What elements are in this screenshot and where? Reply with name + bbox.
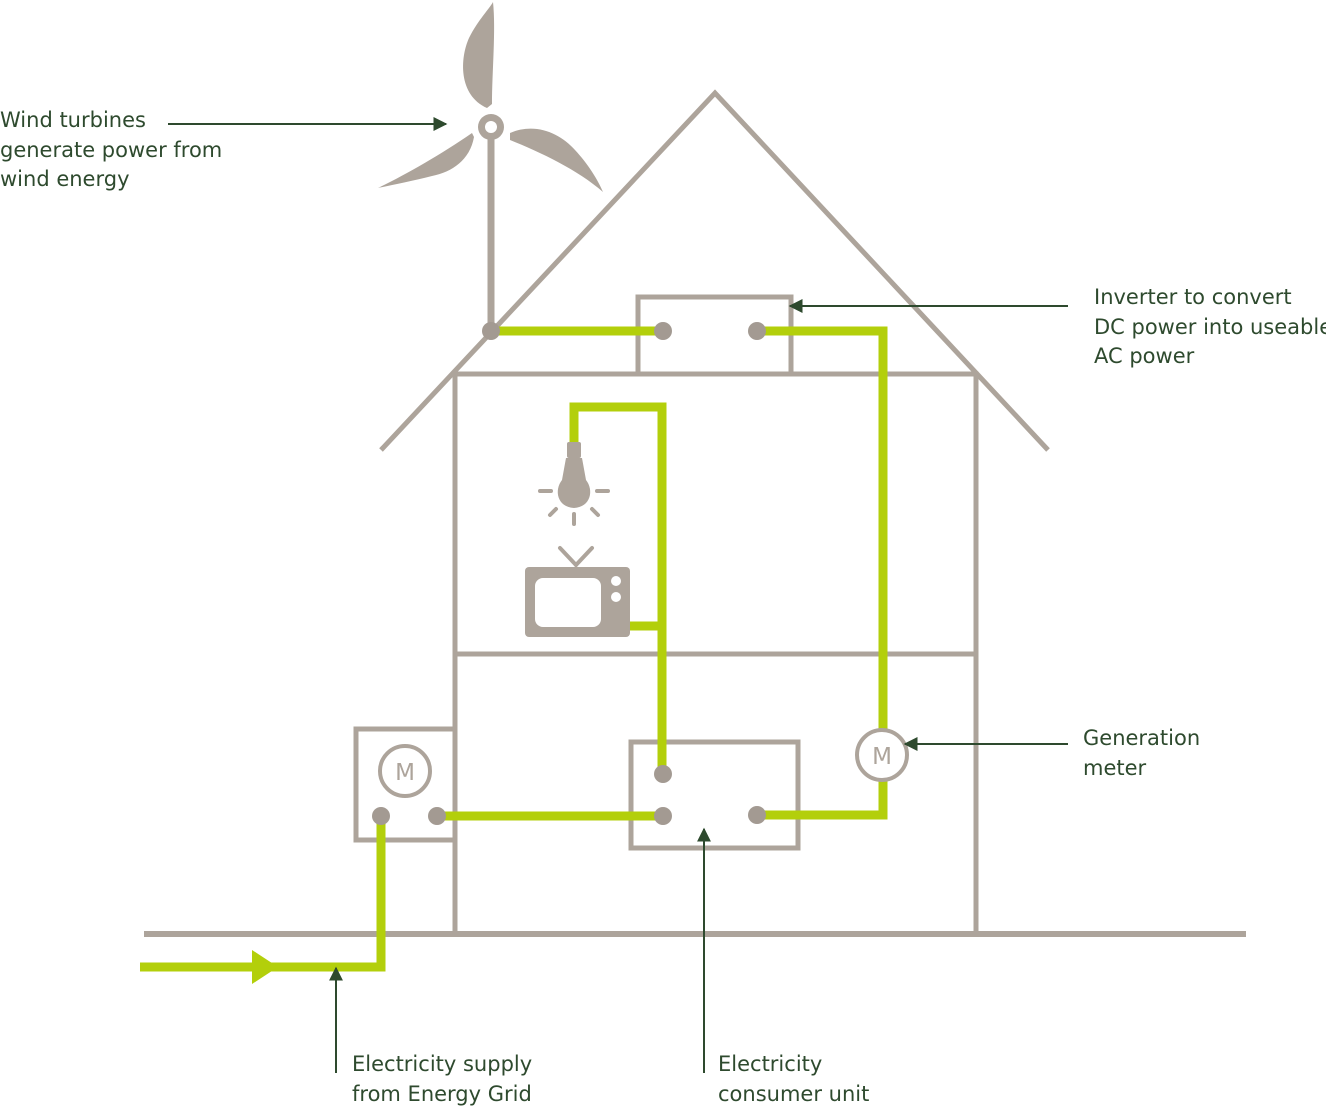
wire-grid-supply (140, 816, 386, 972)
terminal-consumer-generation (748, 806, 766, 824)
terminal-inverter-out (748, 322, 766, 340)
terminal-meter-out (428, 807, 446, 825)
terminal-consumer-lamp (654, 765, 672, 783)
wire-lamp-circuit (569, 402, 667, 774)
grid-meter: M (378, 744, 432, 798)
label-consumer-unit-line-1: Electricity (718, 1052, 823, 1076)
wiring (140, 326, 888, 972)
label-inverter-line-2: DC power into useable (1094, 314, 1326, 339)
wind-turbine (378, 2, 603, 332)
label-grid-supply: Electricity supply from Energy Grid (352, 1050, 532, 1109)
terminal-turbine (482, 322, 500, 340)
terminal-meter-in (372, 807, 390, 825)
terminal-inverter-in (654, 322, 672, 340)
label-inverter-line-3: AC power (1094, 344, 1195, 368)
label-wind-turbines-line-1: Wind turbines (0, 108, 146, 132)
turbine-blade-right (510, 128, 603, 192)
label-wind-turbines-line-2: generate power from (0, 137, 223, 162)
label-grid-supply-line-2: from Energy Grid (352, 1081, 532, 1106)
label-consumer-unit-line-2: consumer unit (718, 1081, 870, 1106)
label-generation-meter-line-1: Generation (1083, 726, 1201, 750)
generation-meter: M (855, 728, 909, 782)
label-inverter-line-1: Inverter to convert (1094, 285, 1292, 309)
wire-generation-meter-to-consumer-unit (757, 778, 888, 820)
consumer-unit-box (628, 739, 801, 851)
label-grid-supply-line-1: Electricity supply (352, 1052, 533, 1076)
television-icon (525, 546, 630, 637)
terminals (372, 322, 766, 825)
label-inverter: Inverter to convert DC power into useabl… (1094, 283, 1326, 372)
grid-meter-dial (378, 744, 432, 798)
turbine-blade-up (463, 2, 495, 108)
label-generation-meter: Generation meter (1083, 724, 1200, 783)
label-wind-turbines: Wind turbines generate power from wind e… (0, 106, 222, 195)
label-generation-meter-line-2: meter (1083, 755, 1147, 780)
label-consumer-unit: Electricity consumer unit (718, 1050, 869, 1109)
generation-meter-dial (855, 728, 909, 782)
wire-inverter-to-generation-meter (757, 326, 888, 733)
label-wind-turbines-line-3: wind energy (0, 167, 130, 191)
grid-flow-arrow (252, 950, 278, 984)
turbine-blade-left (378, 133, 474, 188)
generation-meter-symbol: M (872, 744, 892, 770)
turbine-hub-center (485, 121, 497, 133)
house-roof (379, 89, 1050, 452)
grid-meter-symbol: M (395, 760, 415, 786)
annotation-arrows (168, 117, 1068, 1073)
terminal-consumer-grid (654, 807, 672, 825)
light-bulb-icon (538, 442, 610, 526)
